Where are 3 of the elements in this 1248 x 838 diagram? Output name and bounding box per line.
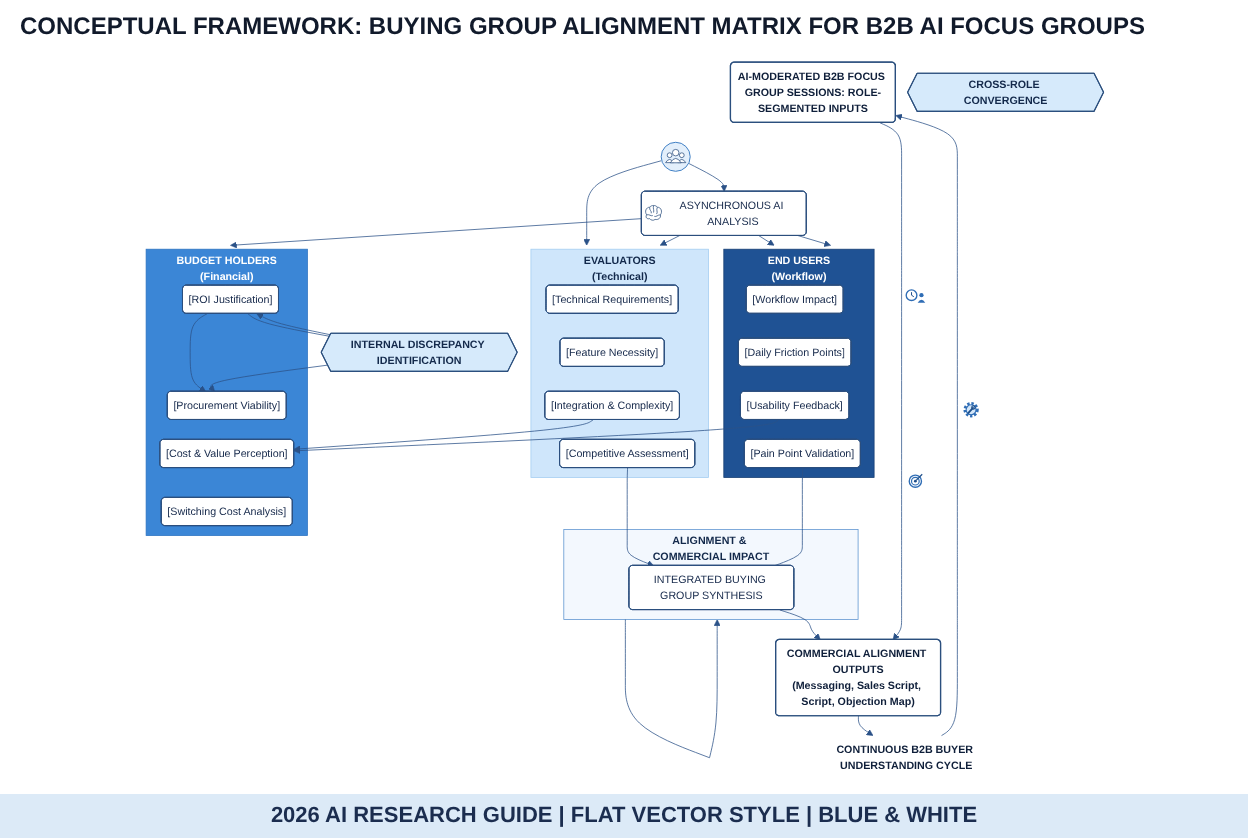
title: CONCEPTUAL FRAMEWORK: BUYING GROUP ALIGNMENT MATRIX FOR B2B AI FOCUS GROUPS bbox=[20, 12, 1145, 42]
connector bbox=[773, 467, 803, 567]
caption: 2026 AI RESEARCH GUIDE | FLAT VECTOR STYLE | BLUE & WHITE bbox=[270, 802, 978, 832]
